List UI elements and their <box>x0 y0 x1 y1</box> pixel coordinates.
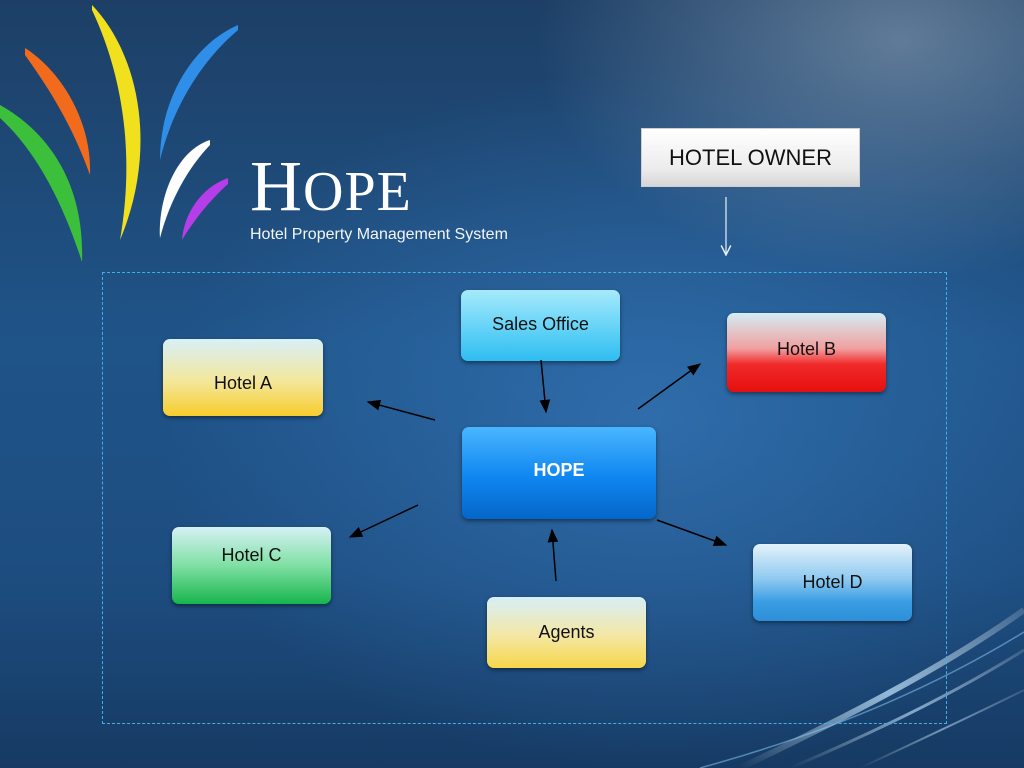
hotel-owner-box: HOTEL OWNER <box>641 128 860 187</box>
brand-title-initial: H <box>250 146 303 226</box>
node-agents-label: Agents <box>538 622 595 642</box>
brand-title: HOPE <box>250 150 412 222</box>
white-leaf-icon <box>159 140 210 238</box>
node-hope-label: HOPE <box>533 459 585 480</box>
purple-leaf-icon <box>182 178 228 240</box>
node-hotel-a-label: Hotel A <box>213 373 273 393</box>
node-hotel-a: Hotel A <box>163 339 323 416</box>
hotel-owner-label: HOTEL OWNER <box>669 144 832 170</box>
node-sales-office-label: Sales Office <box>492 314 589 334</box>
node-sales-office: Sales Office <box>461 290 620 361</box>
blue-leaf-icon <box>160 25 238 160</box>
green-leaf-icon <box>0 105 83 262</box>
yellow-leaf-icon <box>92 5 141 240</box>
brand-subtitle: Hotel Property Management System <box>250 226 508 243</box>
node-hope: HOPE <box>462 427 656 519</box>
orange-leaf-icon <box>25 48 91 175</box>
node-agents: Agents <box>487 597 646 668</box>
brand-title-rest: OPE <box>303 161 412 223</box>
node-hotel-b: Hotel B <box>727 313 886 392</box>
node-hotel-c-label: Hotel C <box>221 545 282 565</box>
node-hotel-d: Hotel D <box>753 544 912 621</box>
node-hotel-c: Hotel C <box>172 527 331 604</box>
multicolor-leaves-logo-icon <box>0 5 238 262</box>
diagram-frame <box>102 272 947 724</box>
node-hotel-b-label: Hotel B <box>776 339 837 359</box>
node-hotel-d-label: Hotel D <box>802 572 863 592</box>
